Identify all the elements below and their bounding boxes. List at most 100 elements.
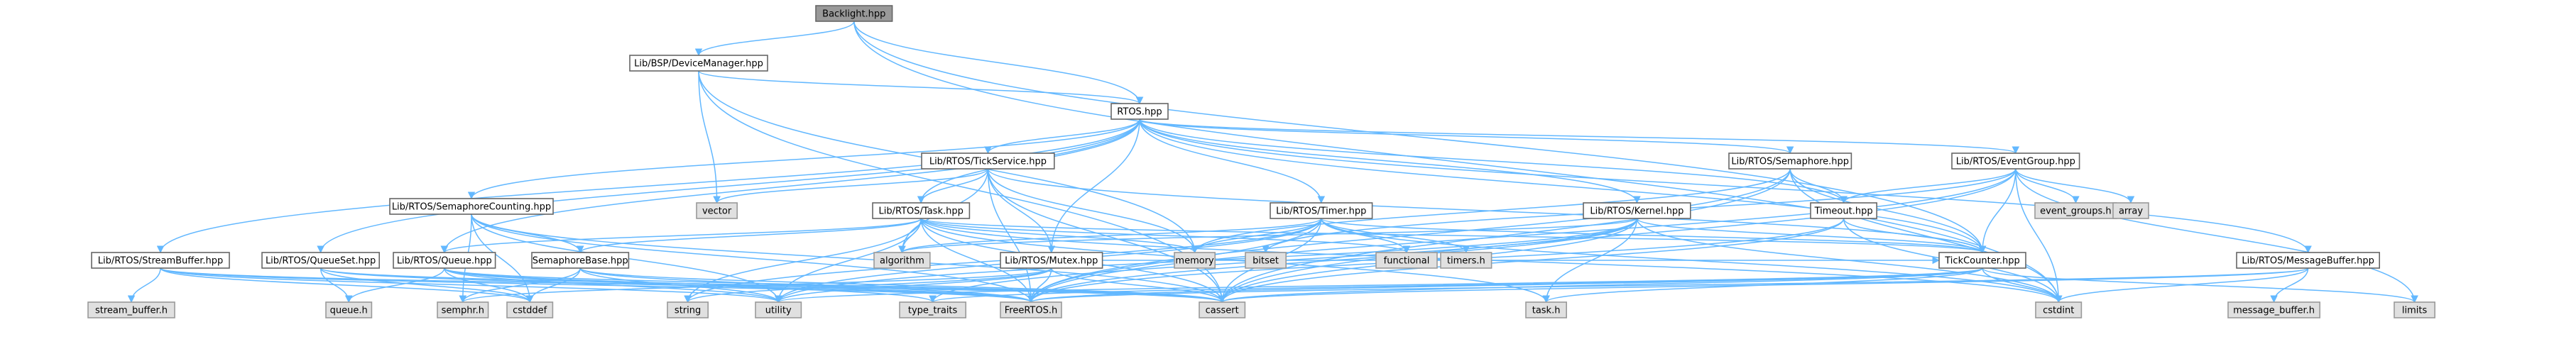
- edge-rtos-to-msgbuffer: [1139, 118, 2312, 254]
- node-memory: memory: [1174, 252, 1216, 269]
- edge-queue-to-cassert: [444, 267, 1226, 304]
- node-box: [2035, 301, 2083, 318]
- node-label: Lib/RTOS/Semaphore.hpp: [1731, 157, 1849, 167]
- edge-timer-to-algorithm: [898, 218, 1322, 254]
- node-tickcounter[interactable]: TickCounter.hpp: [1938, 252, 2026, 269]
- node-devmgr[interactable]: Lib/BSP/DeviceManager.hpp: [629, 55, 768, 72]
- node-box: [1440, 252, 1492, 269]
- node-eventgroup[interactable]: Lib/RTOS/EventGroup.hpp: [1951, 152, 2080, 170]
- node-box: [393, 252, 496, 269]
- node-label: timers.h: [1447, 256, 1485, 267]
- edge-task-to-tickcounter: [920, 218, 1986, 254]
- edge-eventgroup-to-freertos_h: [1027, 168, 2016, 304]
- edge-task-to-queue: [440, 218, 922, 254]
- node-box: [1110, 103, 1169, 120]
- node-tickservice[interactable]: Lib/RTOS/TickService.hpp: [921, 152, 1055, 170]
- node-label: algorithm: [880, 256, 924, 267]
- node-label: Lib/RTOS/MessageBuffer.hpp: [2242, 256, 2374, 267]
- node-timer[interactable]: Lib/RTOS/Timer.hpp: [1270, 202, 1373, 219]
- node-task[interactable]: Lib/RTOS/Task.hpp: [872, 202, 971, 219]
- edge-tickcounter-to-utility: [775, 267, 1983, 304]
- node-box: [1951, 152, 2080, 170]
- edge-rtos-to-tickservice: [984, 118, 1140, 155]
- node-streambuffer[interactable]: Lib/RTOS/StreamBuffer.hpp: [91, 252, 230, 269]
- node-kernel[interactable]: Lib/RTOS/Kernel.hpp: [1583, 202, 1691, 219]
- node-label: stream_buffer.h: [95, 306, 168, 316]
- node-freertos-h: FreeRTOS.h: [1000, 301, 1062, 318]
- node-backlight[interactable]: Backlight.hpp: [815, 5, 893, 22]
- node-label: Lib/RTOS/SemaphoreCounting.hpp: [392, 202, 551, 213]
- node-cstdint: cstdint: [2035, 301, 2083, 318]
- node-label: Lib/RTOS/Kernel.hpp: [1590, 206, 1683, 217]
- node-cassert: cassert: [1199, 301, 1246, 318]
- node-label: Timeout.hpp: [1814, 206, 1873, 217]
- node-rtos[interactable]: RTOS.hpp: [1110, 103, 1169, 120]
- edge-eventgroup-to-timeout: [1840, 168, 2016, 204]
- node-box: [755, 301, 802, 318]
- edge-msgbuffer-to-cstdint: [2055, 267, 2309, 304]
- node-queue[interactable]: Lib/RTOS/Queue.hpp: [393, 252, 496, 269]
- node-label: Lib/RTOS/QueueSet.hpp: [266, 256, 376, 267]
- node-label: limits: [2402, 306, 2428, 316]
- node-label: functional: [1384, 256, 1430, 267]
- node-type-traits: type_traits: [899, 301, 966, 318]
- edge-eventgroup-to-tickcounter: [1978, 168, 2016, 254]
- node-sembase[interactable]: SemaphoreBase.hpp: [531, 252, 630, 269]
- edge-rtos-to-kernel: [1139, 118, 1641, 204]
- node-box: [91, 252, 230, 269]
- node-queueset[interactable]: Lib/RTOS/QueueSet.hpp: [261, 252, 380, 269]
- node-label: queue.h: [330, 306, 368, 316]
- node-box: [899, 301, 966, 318]
- edge-mutex-to-cassert: [1051, 267, 1226, 304]
- node-semcount[interactable]: Lib/RTOS/SemaphoreCounting.hpp: [389, 198, 554, 215]
- node-queue-h: queue.h: [325, 301, 373, 318]
- node-label: event_groups.h: [2040, 206, 2111, 217]
- node-functional: functional: [1375, 252, 1438, 269]
- edge-tickservice-to-task: [917, 168, 989, 204]
- edge-semcount-to-sembase: [471, 213, 584, 254]
- edge-task-to-memory: [920, 218, 1199, 254]
- edge-sembase-to-cstddef: [525, 267, 581, 304]
- node-algorithm: algorithm: [873, 252, 931, 269]
- node-box: [1525, 301, 1568, 318]
- node-label: vector: [702, 206, 732, 217]
- node-box: [1000, 301, 1062, 318]
- edge-rtos-to-tickcounter: [1139, 118, 1987, 254]
- edge-task-to-freertos_h: [920, 218, 1035, 304]
- node-box: [921, 152, 1055, 170]
- edge-semcount-to-cassert: [471, 213, 1226, 304]
- node-label: SemaphoreBase.hpp: [533, 256, 628, 267]
- node-box: [815, 5, 893, 22]
- edge-msgbuffer-to-cassert: [1218, 267, 2309, 304]
- edge-kernel-to-algorithm: [898, 218, 1638, 254]
- node-label: Lib/RTOS/TickService.hpp: [929, 157, 1047, 167]
- edge-rtos-to-queue: [440, 118, 1140, 254]
- node-label: cstdint: [2043, 306, 2074, 316]
- edge-eventgroup-to-cassert: [1218, 168, 2016, 304]
- node-box: [872, 202, 971, 219]
- node-task-h: task.h: [1525, 301, 1568, 318]
- node-semaphore[interactable]: Lib/RTOS/Semaphore.hpp: [1728, 152, 1852, 170]
- node-box: [1199, 301, 1246, 318]
- edge-rtos-to-semcount: [467, 118, 1140, 200]
- node-label: string: [675, 306, 701, 316]
- edge-streambuffer-to-cstddef: [160, 267, 534, 304]
- node-label: TickCounter.hpp: [1944, 256, 2019, 267]
- node-box: [1000, 252, 1103, 269]
- node-label: Lib/RTOS/Mutex.hpp: [1005, 256, 1098, 267]
- edge-sembase-to-cassert: [579, 267, 1226, 304]
- node-mutex[interactable]: Lib/RTOS/Mutex.hpp: [1000, 252, 1103, 269]
- node-msgbuffer[interactable]: Lib/RTOS/MessageBuffer.hpp: [2236, 252, 2380, 269]
- node-limits: limits: [2394, 301, 2436, 318]
- edge-backlight-to-rtos: [853, 21, 1144, 105]
- node-label: task.h: [1532, 306, 1561, 316]
- node-timeout[interactable]: Timeout.hpp: [1810, 202, 1877, 219]
- edge-tickcounter-to-limits: [1982, 267, 2418, 304]
- node-label: Backlight.hpp: [822, 9, 885, 20]
- edge-backlight-to-devmgr: [694, 21, 855, 57]
- node-box: [1270, 202, 1373, 219]
- node-label: Lib/RTOS/EventGroup.hpp: [1956, 157, 2075, 167]
- node-box: [506, 301, 554, 318]
- node-label: cassert: [1206, 306, 1239, 316]
- node-box: [1583, 202, 1691, 219]
